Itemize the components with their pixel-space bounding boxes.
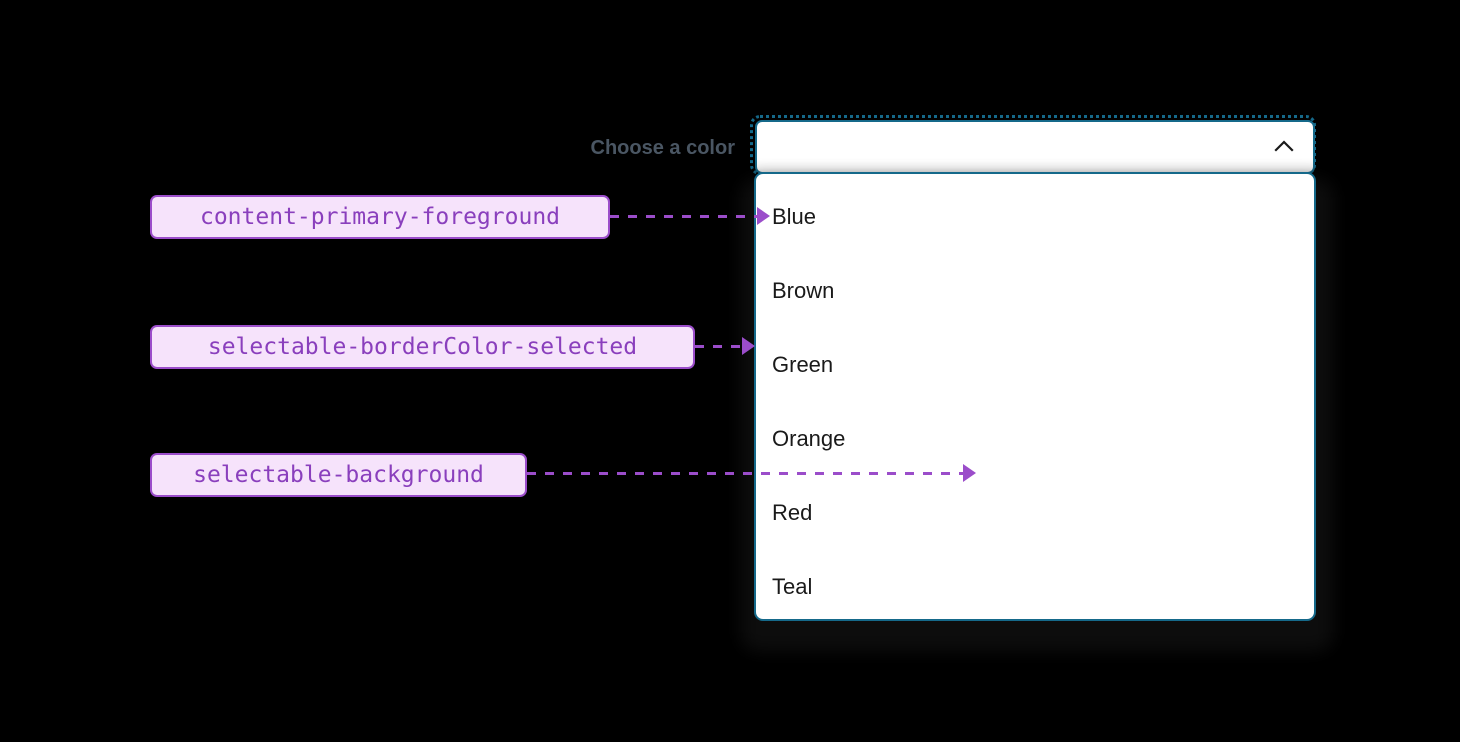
option-label: Red [772,500,813,525]
field-label: Choose a color [590,137,735,159]
token-chip-selectable-background: selectable-background [150,453,527,497]
color-select-trigger[interactable] [755,120,1315,174]
token-chip-content-primary-foreground: content-primary-foreground [150,195,610,239]
option-label: Brown [772,278,835,303]
token-label: selectable-background [193,462,484,488]
list-item[interactable]: Blue [756,180,1314,254]
connector-line-content-primary-foreground [610,215,758,218]
option-label: Blue [772,204,817,229]
token-chip-selectable-bordercolor-selected: selectable-borderColor-selected [150,325,695,369]
connector-line-selectable-bordercolor-selected [695,345,743,348]
list-item[interactable]: Brown [756,254,1314,328]
option-label: Orange [772,426,846,451]
option-label: Green [772,352,834,377]
list-item[interactable]: Teal [756,550,1314,619]
connector-arrow-selectable-background [963,464,976,482]
chevron-up-icon[interactable] [1271,134,1297,160]
option-label: Teal [772,574,813,599]
token-label: content-primary-foreground [199,204,561,230]
color-listbox[interactable]: Blue Brown Green Orange Red Teal [754,172,1316,621]
list-item[interactable]: Orange [756,402,1314,476]
connector-arrow-content-primary-foreground [757,207,770,225]
connector-arrow-selectable-bordercolor-selected [742,337,755,355]
token-label: selectable-borderColor-selected [207,334,638,360]
color-select-trigger-wrapper [750,115,1316,175]
list-item[interactable]: Green [756,328,1314,402]
list-item[interactable]: Red [756,476,1314,550]
connector-line-selectable-background [527,472,965,475]
